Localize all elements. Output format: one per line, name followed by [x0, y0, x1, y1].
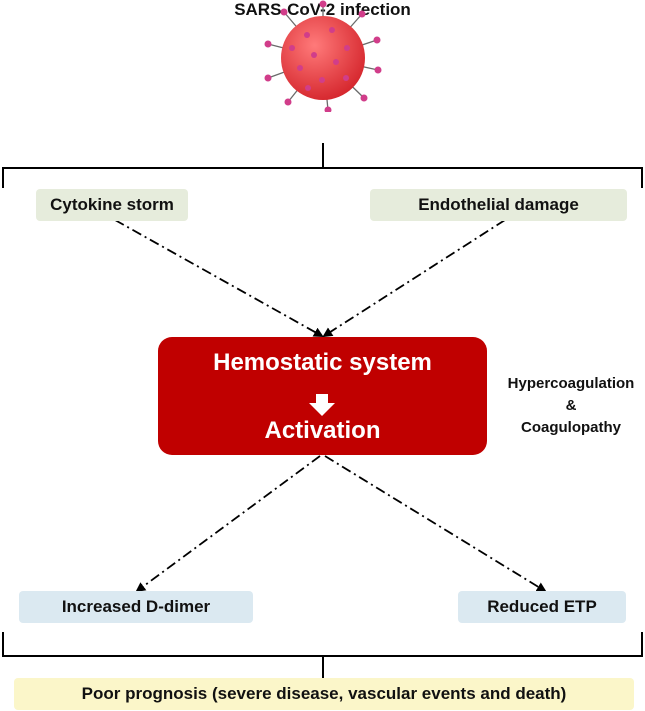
increased-d-dimer-label: Increased D-dimer	[61, 597, 211, 616]
cytokine-storm-box: Cytokine storm	[36, 189, 188, 221]
side-note-line3: Coagulopathy	[521, 419, 621, 436]
endothelial-damage-label: Endothelial damage	[418, 195, 579, 214]
center-title: Hemostatic system	[213, 349, 432, 376]
bottom-bracket	[2, 632, 643, 678]
side-note-line1: Hypercoagulation	[507, 375, 635, 392]
cytokine-storm-label: Cytokine storm	[50, 195, 174, 214]
arrow-center-to-etp	[324, 455, 547, 593]
arrow-cytokine-to-center	[114, 219, 324, 337]
center-subtitle: Activation	[264, 417, 381, 444]
reduced-etp-label: Reduced ETP	[487, 597, 597, 616]
increased-d-dimer-box: Increased D-dimer	[19, 591, 253, 623]
endothelial-damage-box: Endothelial damage	[370, 189, 627, 221]
poor-prognosis-label: Poor prognosis (severe disease, vascular…	[81, 684, 567, 703]
side-note-line2: &	[565, 397, 577, 414]
reduced-etp-box: Reduced ETP	[458, 591, 626, 623]
poor-prognosis-box: Poor prognosis (severe disease, vascular…	[14, 678, 634, 710]
arrow-center-to-ddimer	[135, 455, 321, 593]
down-arrow-icon	[309, 394, 335, 416]
arrow-endothelial-to-center	[322, 219, 506, 338]
hemostatic-system-box: Hemostatic system Activation	[158, 337, 487, 455]
side-note: Hypercoagulation & Coagulopathy	[498, 373, 644, 439]
top-bracket	[2, 143, 643, 188]
virus-icon	[264, 0, 382, 112]
